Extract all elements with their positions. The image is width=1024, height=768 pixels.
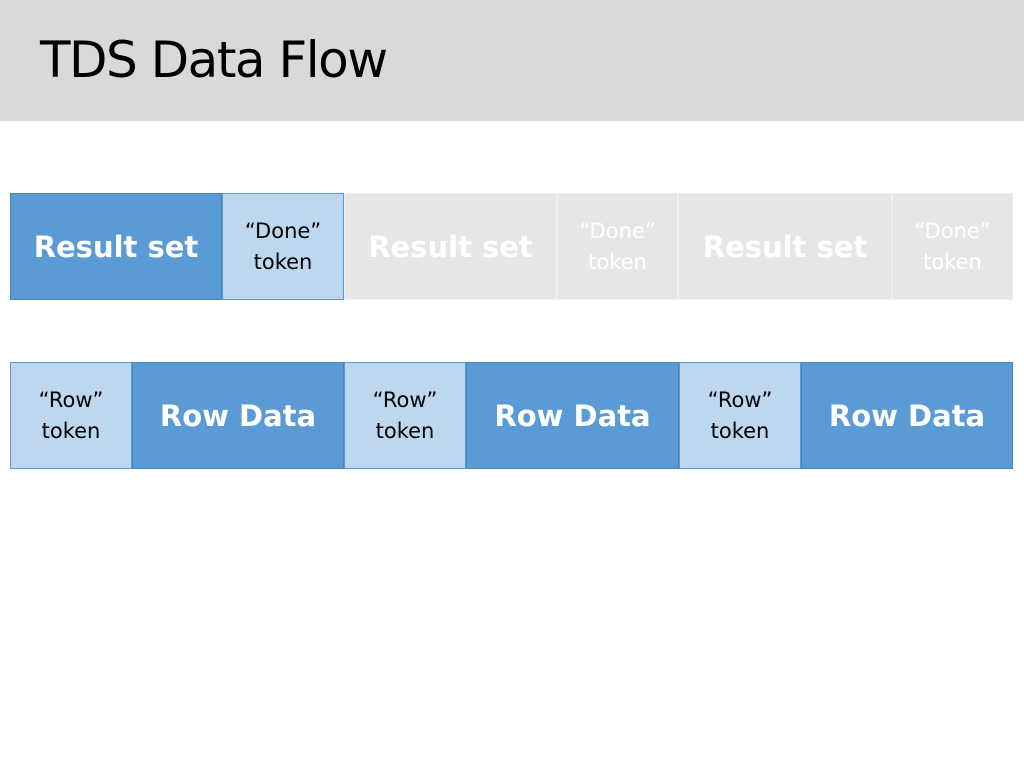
done-token-line2: token <box>253 249 313 274</box>
row-token-label: “Row” token <box>373 385 438 447</box>
row-token-line1: “Row” <box>372 387 438 412</box>
result-set-block-3: Result set <box>678 193 892 300</box>
done-token-label: “Done” token <box>245 216 321 278</box>
done-token-line1: “Done” <box>914 218 991 243</box>
row-token-line2: token <box>375 418 435 443</box>
result-set-block-1: Result set <box>10 193 222 300</box>
done-token-block-2: “Done” token <box>557 193 678 300</box>
done-token-line2: token <box>588 249 647 274</box>
done-token-line1: “Done” <box>579 218 656 243</box>
row-token-line2: token <box>41 418 101 443</box>
title-bar: TDS Data Flow <box>0 0 1024 121</box>
page-title: TDS Data Flow <box>40 31 388 89</box>
done-token-label: “Done” token <box>579 216 655 278</box>
done-token-block-1: “Done” token <box>222 193 344 300</box>
row-token-line1: “Row” <box>38 387 104 412</box>
row-data-block-1: Row Data <box>132 362 344 469</box>
row-token-block-3: “Row” token <box>679 362 801 469</box>
row-data-row: “Row” token Row Data “Row” token Row Dat… <box>10 362 1013 469</box>
result-set-label: Result set <box>702 229 868 264</box>
result-set-block-2: Result set <box>344 193 557 300</box>
row-token-block-1: “Row” token <box>10 362 132 469</box>
row-token-label: “Row” token <box>708 385 773 447</box>
done-token-line1: “Done” <box>244 218 322 243</box>
row-data-label: Row Data <box>494 398 651 433</box>
row-data-block-3: Row Data <box>801 362 1013 469</box>
row-token-label: “Row” token <box>39 385 104 447</box>
row-data-label: Row Data <box>159 398 317 433</box>
row-token-line1: “Row” <box>707 387 773 412</box>
row-token-block-2: “Row” token <box>344 362 466 469</box>
row-data-block-2: Row Data <box>466 362 679 469</box>
result-set-label: Result set <box>368 229 533 264</box>
result-set-label: Result set <box>33 229 199 264</box>
done-token-block-3: “Done” token <box>892 193 1013 300</box>
done-token-label: “Done” token <box>914 216 990 278</box>
result-set-row: Result set “Done” token Result set “Done… <box>10 193 1013 300</box>
row-data-label: Row Data <box>828 398 986 433</box>
row-token-line2: token <box>710 418 770 443</box>
done-token-line2: token <box>923 249 982 274</box>
